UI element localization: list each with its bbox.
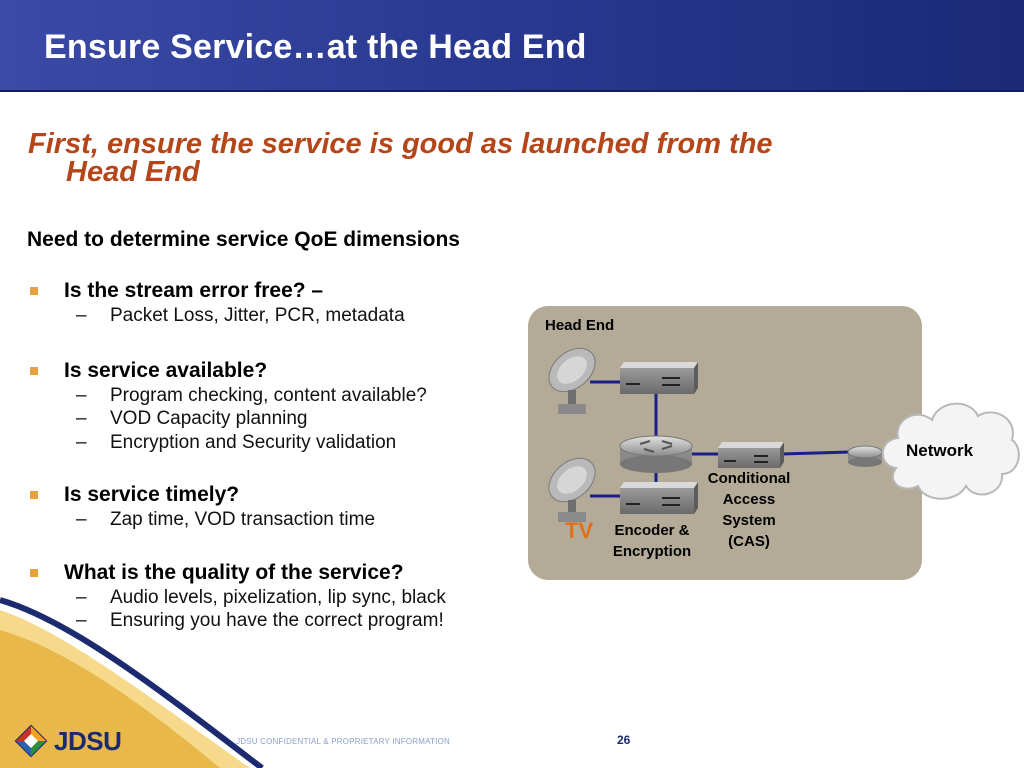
encoder-box-icon xyxy=(620,482,698,514)
confidential-notice: JDSU CONFIDENTIAL & PROPRIETARY INFORMAT… xyxy=(236,737,450,746)
slide-subtitle: First, ensure the service is good as lau… xyxy=(28,128,928,188)
network-label: Network xyxy=(906,441,974,460)
dash-marker: – xyxy=(76,408,87,429)
server-box-icon xyxy=(620,362,698,394)
bullet-heading: Is service timely? xyxy=(64,483,240,506)
dash-marker: – xyxy=(76,305,87,326)
jdsu-logo: JDSU xyxy=(14,724,122,758)
dash-marker: – xyxy=(76,509,87,530)
bullet-heading: Is service available? xyxy=(64,358,268,382)
bullet-square-icon xyxy=(30,366,38,375)
cas-label: Conditional Access System (CAS) xyxy=(707,470,791,550)
dash-marker: – xyxy=(76,586,87,608)
bullet-sub: Encryption and Security validation xyxy=(110,431,397,453)
bullet-square-icon xyxy=(30,491,38,499)
tv-label: TV xyxy=(565,518,594,543)
network-cloud-icon xyxy=(881,402,1020,500)
bullet-heading: What is the quality of the service? xyxy=(64,560,404,584)
dash-marker: – xyxy=(76,431,87,453)
bullet-item: Is the stream error free? – – Packet Loss… xyxy=(28,278,548,328)
cas-box-icon xyxy=(718,442,784,468)
jdsu-logo-icon xyxy=(14,724,48,758)
subtitle-line-2: Head End xyxy=(66,156,200,188)
satellite-dish-icon xyxy=(548,457,596,522)
satellite-dish-icon xyxy=(548,347,596,414)
bullet-list: Is the stream error free? – – Packet Loss… xyxy=(28,278,548,655)
bullet-sub: Ensuring you have the correct program! xyxy=(110,610,444,631)
router-icon xyxy=(619,435,693,473)
page-number: 26 xyxy=(617,733,631,747)
header-rule xyxy=(0,90,1024,92)
footer-swoosh xyxy=(0,597,264,768)
dash-marker: – xyxy=(76,610,87,631)
slide-header: Ensure Service…at the Head End xyxy=(0,0,1024,92)
bullet-sub: Audio levels, pixelization, lip sync, bl… xyxy=(110,586,446,608)
bullet-heading: Is the stream error free? – xyxy=(64,279,324,302)
bullet-square-icon xyxy=(30,287,38,295)
bullet-sub: Zap time, VOD transaction time xyxy=(110,509,376,530)
head-end-label: Head End xyxy=(545,317,615,334)
bullet-sub: Packet Loss, Jitter, PCR, metadata xyxy=(110,305,405,326)
intro-text: Need to determine service QoE dimensions xyxy=(27,228,460,251)
bullet-sub: VOD Capacity planning xyxy=(110,408,308,429)
bullet-item: Is service timely? – Zap time, VOD transa… xyxy=(28,482,548,532)
bullet-square-icon xyxy=(30,568,38,577)
bullet-sub: Program checking, content available? xyxy=(110,384,427,406)
bullet-item: What is the quality of the service? – Aud… xyxy=(28,560,548,633)
slide-title: Ensure Service…at the Head End xyxy=(44,28,587,66)
dash-marker: – xyxy=(76,384,87,406)
edge-router-icon xyxy=(847,445,883,467)
subtitle-line-1: First, ensure the service is good as lau… xyxy=(28,128,773,160)
bullet-item: Is service available? – Program checking,… xyxy=(28,358,548,455)
encoder-label: Encoder & Encryption xyxy=(612,522,692,560)
head-end-diagram: Head End xyxy=(528,306,922,580)
logo-wordmark: JDSU xyxy=(54,725,122,756)
diagram-graphics xyxy=(548,347,883,522)
network-links xyxy=(590,380,851,498)
